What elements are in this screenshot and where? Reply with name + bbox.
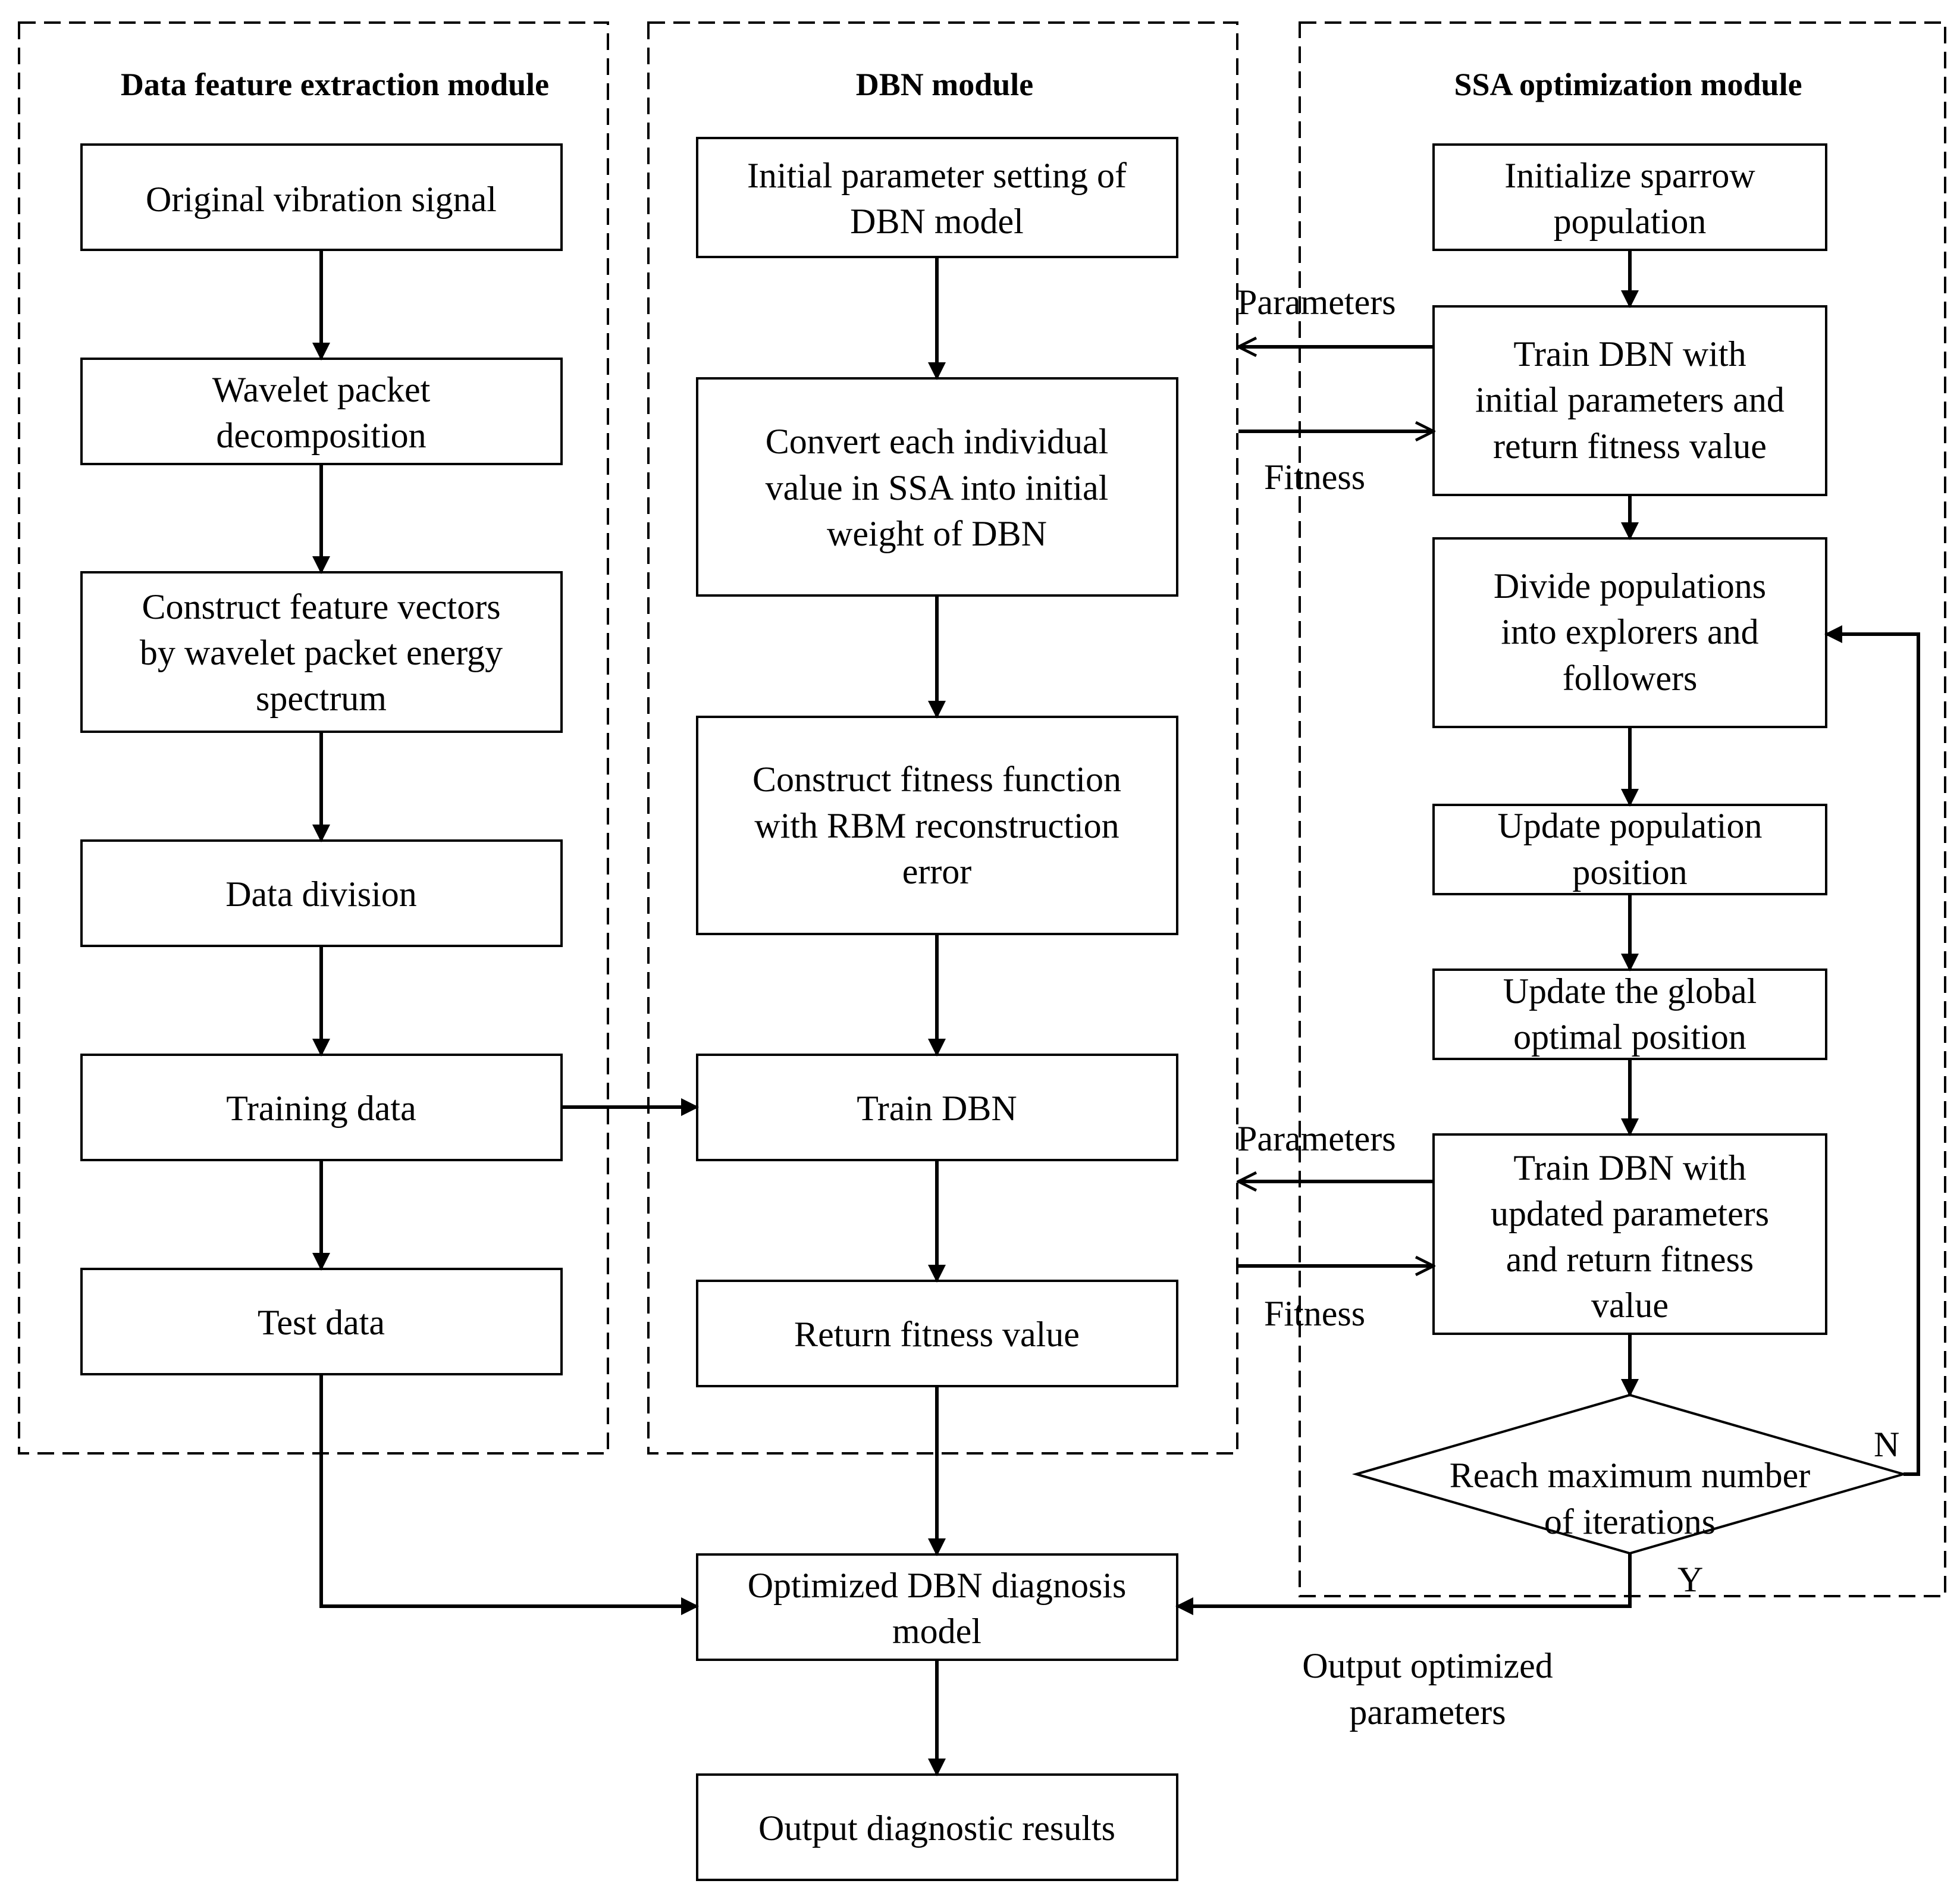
data-division-line-1: Data division <box>225 875 417 914</box>
construct-fitness-line-2: with RBM reconstruction <box>754 806 1119 845</box>
divide-pop-line-1: Divide populations <box>1494 566 1766 606</box>
node-convert-individual: Convert each individual value in SSA int… <box>696 377 1178 597</box>
construct-vectors-line-3: spectrum <box>256 679 387 718</box>
test-data-line-1: Test data <box>258 1303 385 1342</box>
update-pos-line-2: position <box>1572 852 1687 892</box>
node-train-updated-params: Train DBN with updated parameters and re… <box>1432 1133 1827 1335</box>
node-initialize-sparrow: Initialize sparrow population <box>1432 143 1827 251</box>
label-parameters-2: Parameters <box>1237 1119 1396 1158</box>
node-divide-populations: Divide populations into explorers and fo… <box>1432 537 1827 728</box>
convert-individual-line-2: value in SSA into initial <box>766 468 1109 507</box>
edge-test-to-optimized-model <box>319 1374 699 1615</box>
label-no: N <box>1874 1425 1899 1464</box>
node-initial-parameter-setting: Initial parameter setting of DBN model <box>696 137 1178 258</box>
edge-decision-yes-to-optimized <box>1175 1553 1632 1615</box>
node-wavelet-decomposition: Wavelet packet decomposition <box>80 358 563 465</box>
train-initial-line-1: Train DBN with <box>1513 334 1746 374</box>
construct-fitness-line-1: Construct fitness function <box>752 760 1121 799</box>
train-updated-line-4: value <box>1591 1286 1669 1325</box>
train-initial-line-3: return fitness value <box>1493 427 1767 466</box>
training-data-line-1: Training data <box>226 1089 416 1128</box>
node-original-signal: Original vibration signal <box>80 143 563 251</box>
node-update-population-position: Update population position <box>1432 804 1827 895</box>
convert-individual-line-1: Convert each individual <box>766 422 1109 461</box>
feature-module-frame <box>18 21 609 1455</box>
node-train-initial-params: Train DBN with initial parameters and re… <box>1432 305 1827 496</box>
initial-param-line-2: DBN model <box>850 202 1024 241</box>
label-fitness-1: Fitness <box>1264 457 1365 497</box>
reach-max-line-2: of iterations <box>1544 1502 1716 1541</box>
train-updated-line-1: Train DBN with <box>1513 1148 1746 1187</box>
label-yes: Y <box>1677 1560 1703 1599</box>
label-output-optimized-line-1: Output optimized <box>1302 1646 1553 1685</box>
construct-vectors-line-1: Construct feature vectors <box>142 587 500 626</box>
train-initial-line-2: initial parameters and <box>1475 380 1785 419</box>
node-train-dbn: Train DBN <box>696 1054 1178 1161</box>
return-fitness-line-1: Return fitness value <box>794 1315 1080 1354</box>
reach-max-line-1: Reach maximum number <box>1450 1456 1811 1495</box>
update-global-line-2: optimal position <box>1513 1017 1746 1057</box>
node-construct-feature-vectors: Construct feature vectors by wavelet pac… <box>80 571 563 733</box>
label-parameters-1: Parameters <box>1237 283 1396 322</box>
ssa-module-frame <box>1299 21 1946 1597</box>
divide-pop-line-2: into explorers and <box>1501 612 1758 651</box>
dbn-module-frame <box>647 21 1238 1455</box>
node-test-data: Test data <box>80 1268 563 1375</box>
node-output-diagnostic-results: Output diagnostic results <box>696 1773 1178 1881</box>
edge-decision-no-loop <box>1824 625 1920 1476</box>
optimized-model-line-2: model <box>892 1612 981 1651</box>
train-updated-line-2: updated parameters <box>1491 1194 1769 1233</box>
convert-individual-line-3: weight of DBN <box>827 514 1047 553</box>
dbn-module-title: DBN module <box>856 67 1034 102</box>
output-results-line-1: Output diagnostic results <box>758 1808 1115 1848</box>
wavelet-decomposition-line-2: decomposition <box>216 416 426 455</box>
optimized-model-line-1: Optimized DBN diagnosis <box>748 1566 1127 1605</box>
update-global-line-1: Update the global <box>1503 971 1757 1011</box>
construct-fitness-line-3: error <box>902 852 972 891</box>
init-sparrow-line-1: Initialize sparrow <box>1504 156 1755 195</box>
initial-param-line-1: Initial parameter setting of <box>747 156 1127 195</box>
update-pos-line-1: Update population <box>1498 806 1763 845</box>
node-data-division: Data division <box>80 839 563 947</box>
init-sparrow-line-2: population <box>1554 202 1707 241</box>
node-reach-max-iterations: Reach maximum number of iterations <box>1351 1393 1908 1555</box>
ssa-module-title: SSA optimization module <box>1454 67 1802 102</box>
label-output-optimized-line-2: parameters <box>1349 1692 1506 1732</box>
train-dbn-line-1: Train DBN <box>857 1089 1017 1128</box>
train-updated-line-3: and return fitness <box>1506 1240 1754 1279</box>
label-fitness-2: Fitness <box>1264 1294 1365 1333</box>
node-return-fitness-value: Return fitness value <box>696 1280 1178 1387</box>
original-signal-line-1: Original vibration signal <box>146 180 497 219</box>
node-construct-fitness-function: Construct fitness function with RBM reco… <box>696 716 1178 935</box>
divide-pop-line-3: followers <box>1563 659 1698 698</box>
wavelet-decomposition-line-1: Wavelet packet <box>212 370 431 409</box>
construct-vectors-line-2: by wavelet packet energy <box>140 633 503 672</box>
node-optimized-dbn-model: Optimized DBN diagnosis model <box>696 1553 1178 1661</box>
node-training-data: Training data <box>80 1054 563 1161</box>
feature-module-title: Data feature extraction module <box>121 67 549 102</box>
node-update-global-position: Update the global optimal position <box>1432 968 1827 1060</box>
